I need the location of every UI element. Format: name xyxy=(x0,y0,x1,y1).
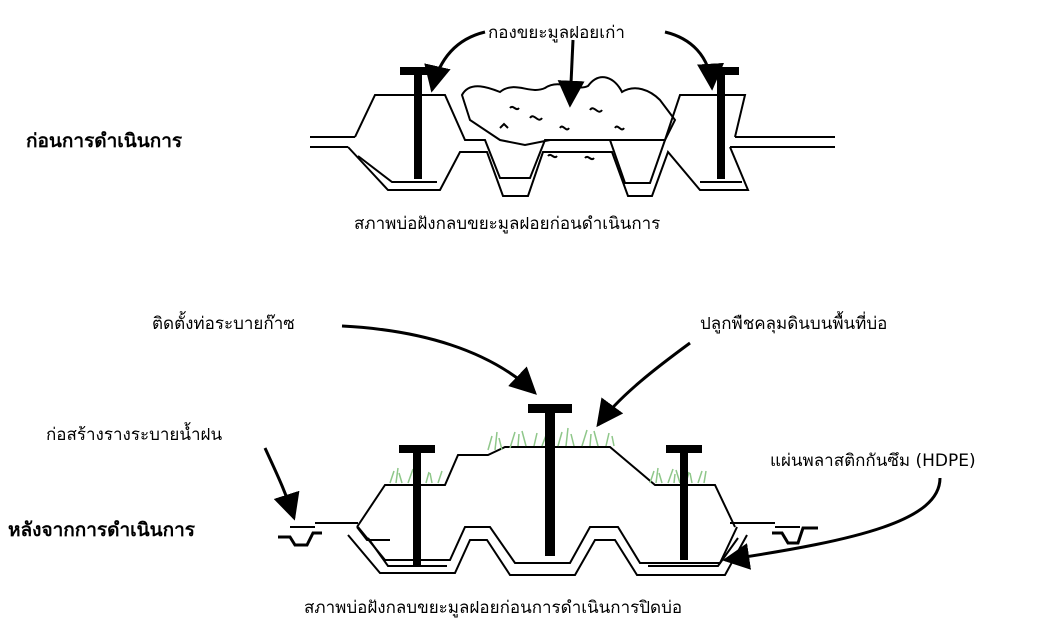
before-caption: สภาพบ่อฝังกลบขยะมูลฝอยก่อนดำเนินการ xyxy=(354,214,661,234)
before-cross-section xyxy=(310,94,835,197)
vent-pipe-icon xyxy=(703,67,739,179)
vent-pipe-icon xyxy=(666,445,702,560)
waste-pile-label: กองขยะมูลฝอยเก่า xyxy=(488,23,625,43)
gas-pipe-label: ติดตั้งท่อระบายก๊าซ xyxy=(152,314,295,334)
waste-pile-icon xyxy=(460,76,677,161)
before-side-label: ก่อนการดำเนินการ xyxy=(26,130,183,152)
arrow-icon xyxy=(424,30,724,108)
arrow-icon xyxy=(263,324,942,570)
vent-pipe-icon xyxy=(399,445,435,567)
after-caption: สภาพบ่อฝังกลบขยะมูลฝอยก่อนการดำเนินการปิ… xyxy=(304,598,683,618)
plant-cover-label: ปลูกพืชคลุมดินบนพื้นที่บ่อ xyxy=(700,314,888,334)
vent-pipe-icon xyxy=(528,404,572,556)
vent-pipe-icon xyxy=(400,67,436,179)
rain-drain-label: ก่อสร้างรางระบายน้ำฝน xyxy=(46,425,223,445)
liner-label: แผ่นพลาสติกกันซึม (HDPE) xyxy=(770,451,976,471)
after-side-label: หลังจากการดำเนินการ xyxy=(8,519,195,541)
